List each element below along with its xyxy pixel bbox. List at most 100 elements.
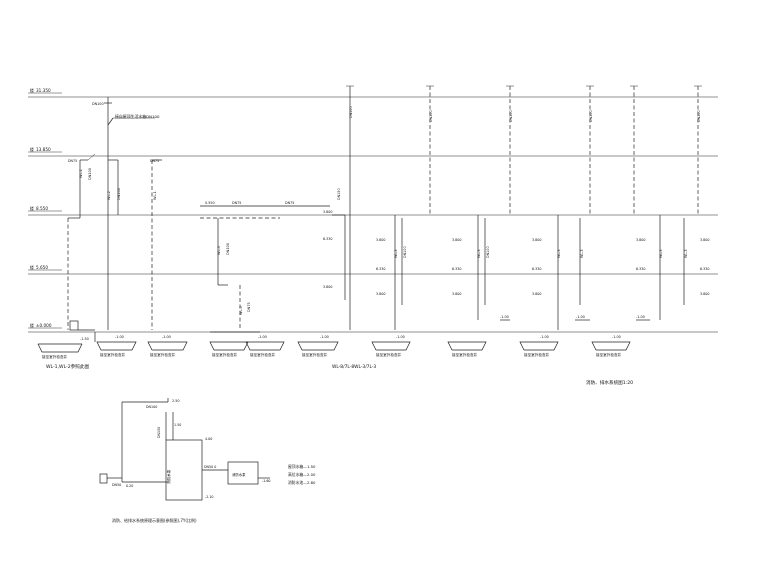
svg-text:6.330: 6.330 xyxy=(700,267,709,271)
svg-text:DN75: DN75 xyxy=(285,201,294,205)
left-drain-3: 接至室外检查井 -1.00 xyxy=(147,335,188,357)
svg-text:3.800: 3.800 xyxy=(532,292,541,296)
svg-text:8.550: 8.550 xyxy=(36,206,48,211)
diagram-caption: 消防、排水系统图1:20 xyxy=(586,379,633,386)
svg-text:DN100: DN100 xyxy=(226,243,230,255)
group-label-1: WL-1,WL-2参照此图 xyxy=(46,363,89,370)
tank-box xyxy=(227,461,259,485)
svg-text:DN100: DN100 xyxy=(429,110,433,122)
floor-label-4: 楼 5.650 xyxy=(28,265,62,271)
svg-text:接至室外检查井: 接至室外检查井 xyxy=(596,352,622,357)
svg-text:接至室外检查井: 接至室外检查井 xyxy=(524,352,550,357)
svg-text:-1.00: -1.00 xyxy=(162,335,171,339)
svg-text:DN50: DN50 xyxy=(112,483,121,487)
svg-text:2.50: 2.50 xyxy=(172,399,180,403)
svg-text:6.330: 6.330 xyxy=(636,267,645,271)
svg-text:DN75: DN75 xyxy=(150,159,159,163)
svg-text:WL-5: WL-5 xyxy=(239,306,243,315)
svg-text:接至室外检查井: 接至室外检查井 xyxy=(212,352,238,357)
svg-text:3.800: 3.800 xyxy=(323,210,332,214)
svg-text:DN75: DN75 xyxy=(68,159,77,163)
svg-text:DN75: DN75 xyxy=(247,302,251,312)
svg-text:-1.00: -1.00 xyxy=(258,335,267,339)
svg-text:DN100: DN100 xyxy=(403,246,407,258)
right-riser-b: DN100 3.800 6.330 3.800 WL-3 DN100 xyxy=(376,85,434,330)
svg-text:楼: 楼 xyxy=(30,147,34,152)
svg-text:DN150: DN150 xyxy=(157,427,161,438)
svg-text:6.330: 6.330 xyxy=(452,267,461,271)
svg-text:DN100: DN100 xyxy=(486,246,490,258)
middle-drain-2: 接至室外检查井 -1.00 xyxy=(245,335,285,357)
svg-text:6.330: 6.330 xyxy=(376,267,385,271)
svg-text:3.800: 3.800 xyxy=(376,238,385,242)
svg-text:WL-3: WL-3 xyxy=(477,249,481,258)
svg-text:-1.00: -1.00 xyxy=(500,315,509,319)
svg-text:消防水池—2.80: 消防水池—2.80 xyxy=(288,480,316,485)
svg-text:楼: 楼 xyxy=(30,323,34,328)
svg-text:DN100: DN100 xyxy=(88,168,92,180)
left-drain-1: 接至室外检查井 -1.50 xyxy=(37,337,89,359)
svg-text:消防水泵: 消防水泵 xyxy=(232,472,246,477)
svg-text:-1.50: -1.50 xyxy=(80,337,89,341)
svg-text:-1.00: -1.00 xyxy=(540,335,549,339)
svg-text:-1.00: -1.00 xyxy=(612,335,621,339)
svg-text:DN75: DN75 xyxy=(232,201,241,205)
svg-text:楼: 楼 xyxy=(30,206,34,211)
svg-text:-1.00: -1.00 xyxy=(576,315,585,319)
svg-text:接至室外检查井: 接至室外检查井 xyxy=(42,354,68,359)
left-drain-2: 接至室外检查井 -1.00 xyxy=(94,332,137,357)
svg-text:接自屋顶生活水箱DN100: 接自屋顶生活水箱DN100 xyxy=(115,114,160,119)
svg-text:WL-3: WL-3 xyxy=(394,249,398,258)
middle-riser-group: 0.550 DN75 DN75 WL-3 DN100 WL-5 DN75 xyxy=(200,201,330,333)
svg-text:楼: 楼 xyxy=(30,265,34,270)
floor-label-1: 楼 31.350 xyxy=(28,88,62,94)
equipment-detail: 2.50 DN100 DN50 0.20 1.50 DN150 消防水泵 4.0… xyxy=(99,398,271,501)
svg-text:3.800: 3.800 xyxy=(700,292,709,296)
right-drain-4: 接至室外检查井 -1.00 xyxy=(519,335,559,357)
right-riser-e: DN100 3.800 6.330 3.800 6.330 3.800 WL-3… xyxy=(630,85,709,321)
svg-text:DN100: DN100 xyxy=(117,188,121,200)
svg-text:-1.00: -1.00 xyxy=(636,315,645,319)
svg-text:3.800: 3.800 xyxy=(636,238,645,242)
svg-text:WL-1: WL-1 xyxy=(153,191,157,200)
svg-text:接至室外检查井: 接至室外检查井 xyxy=(250,352,276,357)
svg-text:3.800: 3.800 xyxy=(452,292,461,296)
svg-text:6.330: 6.330 xyxy=(323,237,332,241)
svg-text:3.800: 3.800 xyxy=(532,238,541,242)
svg-text:消防水泵: 消防水泵 xyxy=(166,469,171,484)
svg-text:-1.60: -1.60 xyxy=(262,479,271,483)
svg-text:3.800: 3.800 xyxy=(376,292,385,296)
svg-text:4.00: 4.00 xyxy=(205,437,212,441)
svg-text:DN100: DN100 xyxy=(146,405,157,409)
svg-text:接至室外检查井: 接至室外检查井 xyxy=(376,352,402,357)
svg-text:屋顶水箱—1.50: 屋顶水箱—1.50 xyxy=(288,464,316,469)
svg-text:接至室外检查井: 接至室外检查井 xyxy=(302,352,328,357)
svg-text:WL-3: WL-3 xyxy=(580,249,584,258)
floor-label-2: 楼 13.850 xyxy=(28,147,62,153)
svg-text:DN100: DN100 xyxy=(349,106,353,118)
svg-text:接至室外检查井: 接至室外检查井 xyxy=(150,352,176,357)
right-drain-2: 接至室外检查井 -1.00 xyxy=(371,335,411,357)
left-riser-group: WL-1 DN100 DN75 DN100 接自屋顶生活水箱DN100 WL-2… xyxy=(67,97,162,331)
svg-text:DN100: DN100 xyxy=(92,102,104,106)
svg-text:接至室外检查井: 接至室外检查井 xyxy=(100,352,126,357)
svg-text:-1.00: -1.00 xyxy=(320,335,329,339)
svg-text:-1.00: -1.00 xyxy=(115,335,124,339)
svg-text:接至室外检查井: 接至室外检查井 xyxy=(452,352,478,357)
right-riser-a: DN100 3.800 6.330 3.800 DN150 xyxy=(323,85,354,330)
svg-text:DN100: DN100 xyxy=(509,110,513,122)
elevation-legend: 屋顶水箱—1.50 高位水箱—2.00 消防水池—2.80 xyxy=(288,464,316,485)
svg-text:3.800: 3.800 xyxy=(700,238,709,242)
right-drain-3: 接至室外检查井 xyxy=(447,341,487,357)
svg-text:WL-2: WL-2 xyxy=(107,191,111,200)
svg-text:DN50 0: DN50 0 xyxy=(204,465,216,469)
svg-text:WL-3: WL-3 xyxy=(684,249,688,258)
svg-text:DN100: DN100 xyxy=(589,110,593,122)
svg-text:-2.10: -2.10 xyxy=(205,495,214,499)
right-riser-d: DN100 3.800 6.330 3.800 WL-3 WL-3 -1.00 xyxy=(532,85,594,330)
right-riser-c: DN100 3.800 6.330 3.800 WL-3 DN100 -1.00 xyxy=(452,85,514,321)
svg-text:DN150: DN150 xyxy=(337,188,341,200)
floor-label-5: 楼 ±0.000 xyxy=(28,323,62,329)
right-drain-1: 接至室外检查井 -1.00 xyxy=(297,335,339,357)
pump-box xyxy=(165,439,203,501)
